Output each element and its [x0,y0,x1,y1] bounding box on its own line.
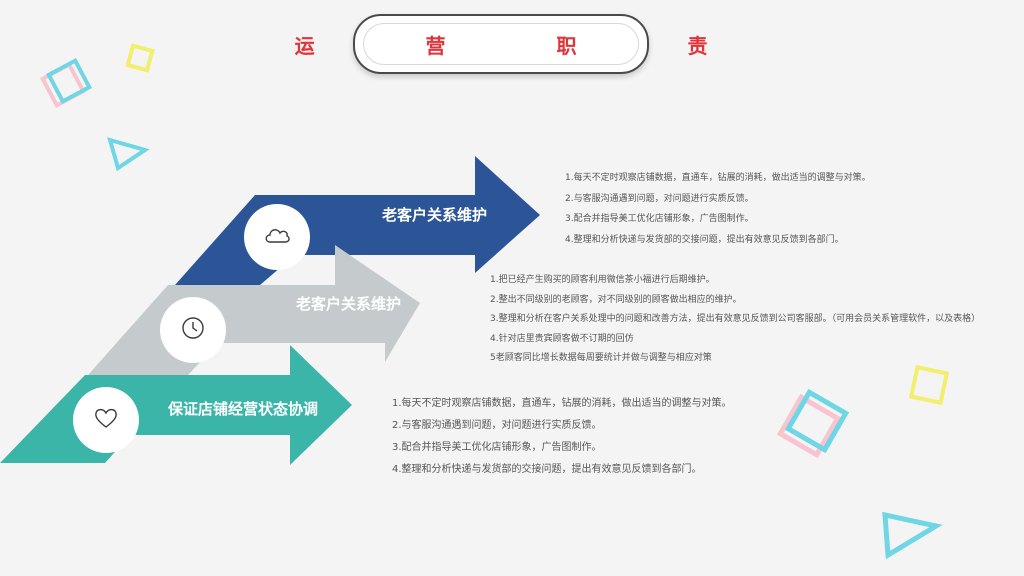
title-pill: 运 营 职 责 [295,14,707,74]
clock-icon [181,316,205,345]
list-item: 4.整理和分析快递与发货部的交接问题，提出有效意见反馈到各部门。 [392,464,702,475]
list-item: 4.整理和分析快递与发货部的交接问题，提出有效意见反馈到各部门。 [565,234,844,245]
step-2-label: 老客户关系维护 [296,295,402,313]
cyan-square-deco-2 [784,388,850,454]
cyan-triangle-deco-2 [882,511,943,560]
list-item: 2.整出不同级别的老顾客，对不同级别的顾客做出相应的维护。 [490,294,742,305]
list-item: 1.每天不定时观察店铺数据，直通车，钻展的消耗，做出适当的调整与对策。 [392,398,732,409]
yellow-square-deco-2 [908,364,950,406]
list-item: 2.与客服沟通遇到问题，对问题进行实质反馈。 [565,193,754,204]
list-item: 2.与客服沟通遇到问题，对问题进行实质反馈。 [392,420,602,431]
step-2-icon-circle [160,297,226,363]
step-1-icon-circle [244,204,310,270]
list-item: 5老顾客同比增长数据每周要统计并做与调整与相应对策 [490,353,712,363]
title-inner: 运 营 职 责 [295,23,707,65]
step-3-icon-circle [73,387,139,453]
cyan-triangle-deco [107,137,150,172]
cloud-icon [263,225,291,250]
pink-square-deco-2 [776,393,842,459]
list-item: 3.配合并指导美工优化店铺形象，广告图制作。 [565,214,754,224]
yellow-square-deco [125,43,155,73]
list-item: 4.针对店里贵宾顾客做不订期的回仿 [490,333,634,344]
list-item: 3.配合并指导美工优化店铺形象，广告图制作。 [392,442,602,453]
list-item: 3.整理和分析在客户关系处理中的问题和改善方法，提出有效意见反馈到公司客服部。（… [490,314,981,324]
page-title: 运 营 职 责 [294,33,760,58]
step-2-description-list: 1.把已经产生购买的顾客利用微信茶小福进行后期维护。 2.整出不同级别的老顾客，… [490,271,980,369]
step-3-label: 保证店铺经营状态协调 [168,400,319,418]
list-item: 1.每天不定时观察店铺数据，直通车，钻展的消耗，做出适当的调整与对策。 [565,173,871,183]
step-3-description-list: 1.每天不定时观察店铺数据，直通车，钻展的消耗，做出适当的调整与对策。 2.与客… [392,393,732,481]
list-item: 1.把已经产生购买的顾客利用微信茶小福进行后期维护。 [490,275,715,285]
heart-icon [94,407,118,434]
step-1-label: 老客户关系维护 [382,206,488,224]
step-1-description-list: 1.每天不定时观察店铺数据，直通车，钻展的消耗，做出适当的调整与对策。 2.与客… [565,168,871,250]
cyan-square-deco [46,58,92,104]
